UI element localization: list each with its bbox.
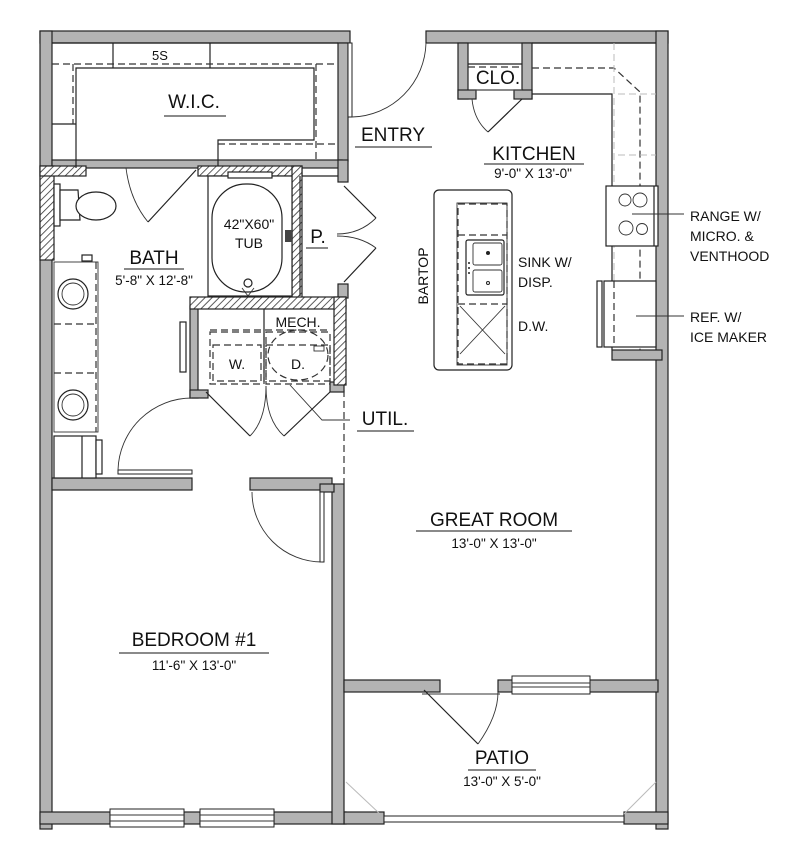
- bedroom-door[interactable]: [251, 491, 325, 563]
- pantry: [299, 175, 338, 296]
- kitchen-label: KITCHEN: [492, 144, 575, 165]
- wic-shelf-label: 5S: [152, 48, 168, 63]
- bath-label: BATH: [129, 248, 178, 269]
- patio-opening: [345, 781, 657, 823]
- toilet: [53, 183, 117, 227]
- ref-label-2: ICE MAKER: [690, 329, 767, 345]
- entry-door[interactable]: [347, 42, 427, 118]
- bath-dims: 5'-8" X 12'-8": [115, 273, 193, 288]
- bath-door[interactable]: [117, 397, 193, 475]
- bathtub: [207, 171, 293, 297]
- great-room-dims: 13'-0" X 13'-0": [451, 536, 536, 551]
- great-room-window: [511, 675, 591, 695]
- wic-door[interactable]: [125, 167, 197, 223]
- patio-door[interactable]: [422, 689, 500, 745]
- wic-label: W.I.C.: [168, 92, 220, 113]
- tub-size: 42"X60": [224, 216, 274, 232]
- vanity: [53, 254, 99, 433]
- patio-label: PATIO: [475, 748, 529, 769]
- dryer-label: D.: [291, 356, 305, 372]
- mech-label: MECH.: [275, 314, 320, 330]
- great-room-label: GREAT ROOM: [430, 510, 558, 531]
- bartop-island: [433, 189, 513, 371]
- sink-label-2: DISP.: [518, 274, 553, 290]
- pantry-label: P.: [310, 227, 326, 248]
- range: [605, 185, 659, 247]
- laundry-area: [179, 309, 331, 385]
- bedroom-windows: [109, 808, 275, 828]
- annotation-leaders: [289, 213, 684, 421]
- closet-label: CLO.: [476, 68, 520, 89]
- util-label: UTIL.: [362, 409, 408, 430]
- bedroom-label: BEDROOM #1: [132, 630, 257, 651]
- bartop-label: BARTOP: [415, 247, 431, 304]
- interior-walls: [51, 42, 663, 825]
- dishwasher-label: D.W.: [518, 318, 548, 334]
- ref-label-1: REF. W/: [690, 309, 741, 325]
- bedroom-dims: 11'-6" X 13'-0": [152, 658, 236, 673]
- washer-label: W.: [229, 356, 245, 372]
- closet-shelf: [468, 63, 522, 68]
- wic-shelving: [52, 42, 338, 168]
- entry-label: ENTRY: [361, 125, 425, 146]
- range-label-3: VENTHOOD: [690, 248, 769, 264]
- refrigerator: [596, 280, 657, 348]
- utility-doors[interactable]: [205, 385, 331, 437]
- tub-label: TUB: [235, 235, 263, 251]
- linen-cabinet: [53, 435, 103, 479]
- closet-door[interactable]: [471, 98, 523, 133]
- range-label-1: RANGE W/: [690, 208, 761, 224]
- patio-dims: 13'-0" X 5'-0": [463, 774, 541, 789]
- range-label-2: MICRO. &: [690, 228, 754, 244]
- bath-hatched-walls: [39, 165, 347, 386]
- sink-label-1: SINK W/: [518, 254, 572, 270]
- kitchen-dims: 9'-0" X 13'-0": [494, 166, 572, 181]
- pantry-doors[interactable]: [336, 185, 377, 283]
